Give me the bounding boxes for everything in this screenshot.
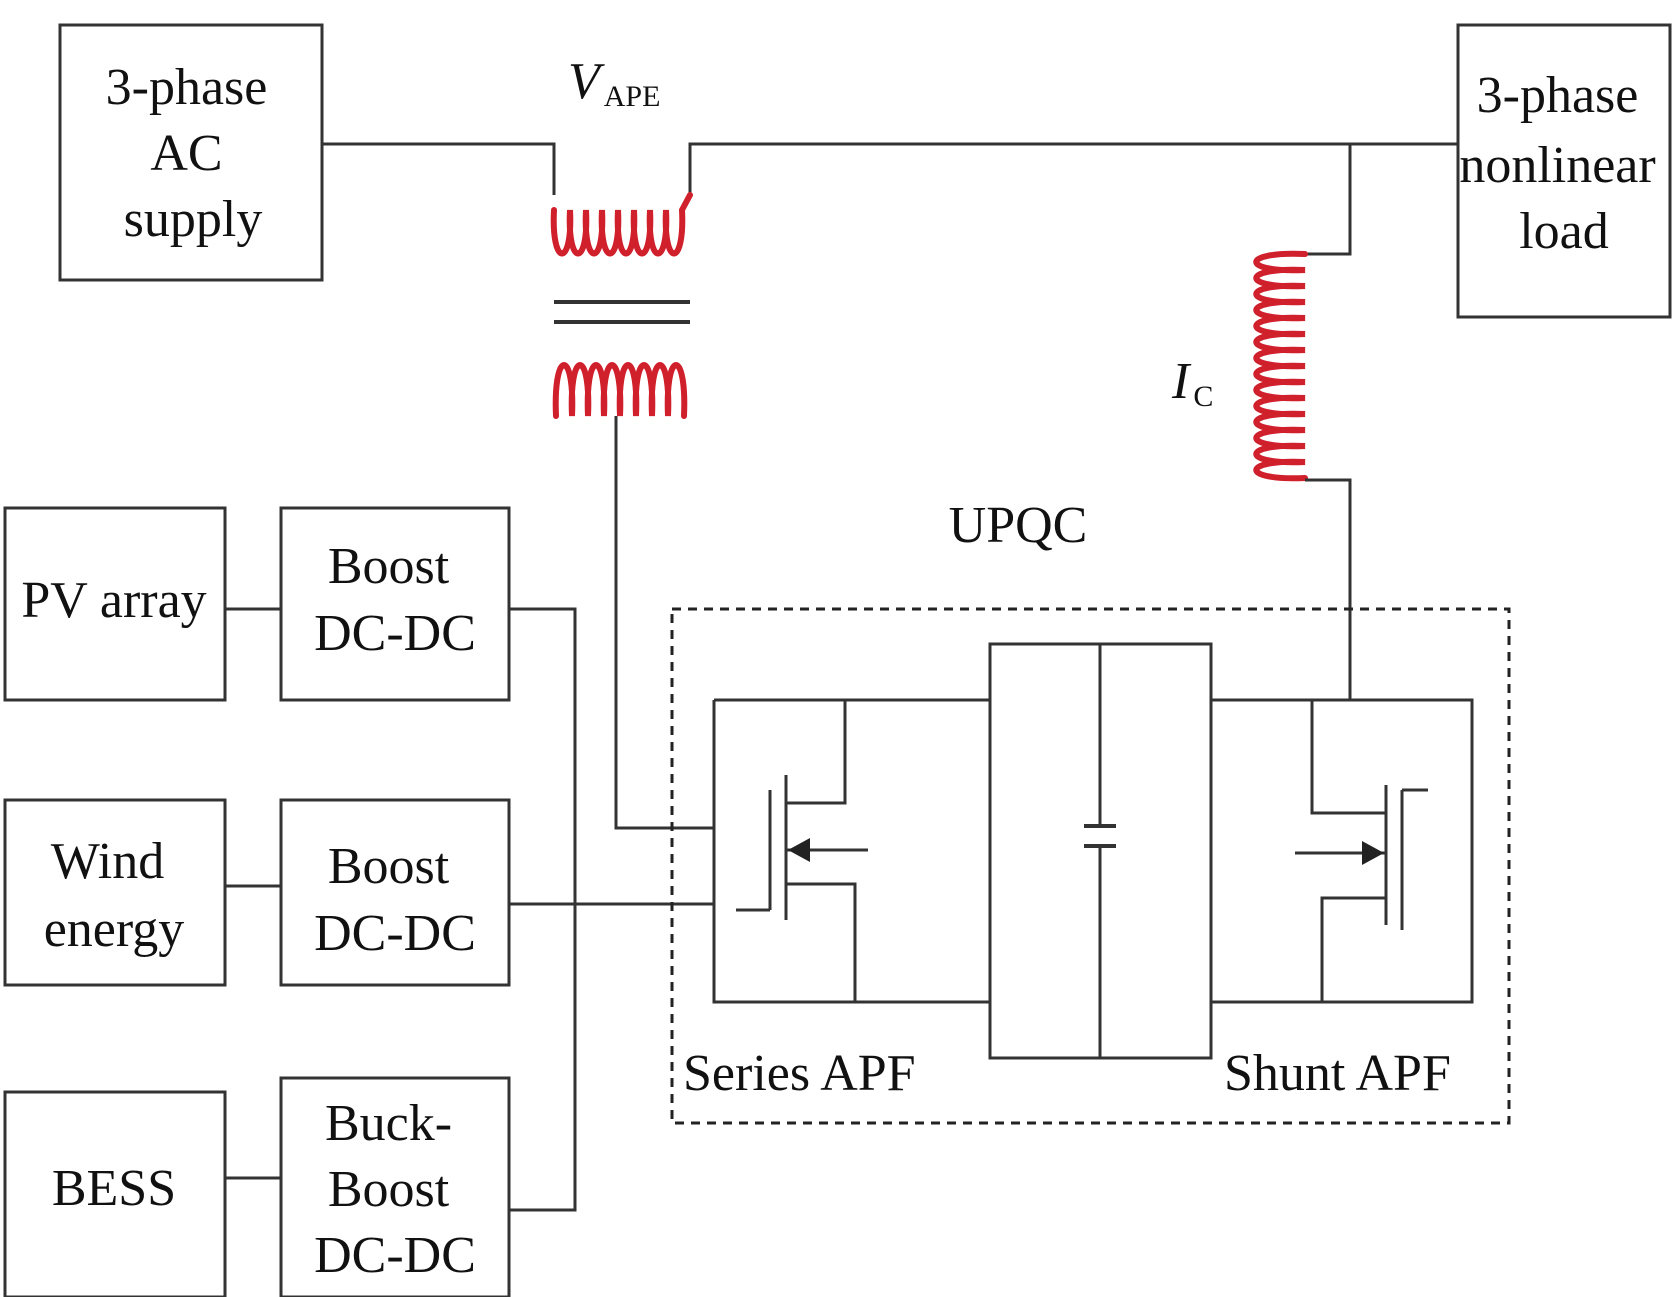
buck-boost-line-2: Boost (328, 1161, 450, 1218)
i-c-main: I (1171, 353, 1192, 410)
bess-label: BESS (52, 1160, 176, 1217)
wind-energy-label: Wind energy (44, 833, 185, 958)
i-c-subscript: C (1193, 380, 1213, 413)
wind-energy-block (3, 798, 227, 987)
v-ape-main: V (568, 53, 605, 110)
shunt-inductor-coil (1253, 250, 1308, 482)
boost-converter-pv-block (279, 506, 511, 702)
wind-line-2: energy (44, 901, 185, 958)
ac-supply-line-2: AC (150, 125, 222, 182)
nonlinear-load-block (1456, 23, 1672, 319)
inductor-to-shunt-apf-wire (1305, 478, 1352, 700)
wind-line-1: Wind (51, 833, 164, 890)
boost-pv-line-2: DC-DC (314, 605, 476, 662)
series-apf-arrow-icon (788, 838, 810, 862)
load-line-3: load (1519, 203, 1609, 260)
bess-block (3, 1090, 227, 1297)
load-line-1: 3-phase (1477, 67, 1639, 124)
boost-converter-wind-label: Boost DC-DC (314, 838, 476, 962)
dc-bus-wire (509, 607, 577, 1212)
boost-wind-line-2: DC-DC (314, 905, 476, 962)
series-apf-igbt (736, 700, 857, 1002)
transformer-to-series-apf-wire (614, 416, 714, 830)
ac-supply-label: 3-phase AC supply (106, 59, 281, 248)
ac-supply-line-3: supply (124, 191, 263, 248)
load-line-2: nonlinear (1459, 137, 1655, 194)
upqc-label: UPQC (949, 497, 1088, 554)
buck-boost-line-3: DC-DC (314, 1227, 476, 1284)
buck-boost-converter-label: Buck- Boost DC-DC (314, 1095, 476, 1284)
supply-to-transformer-wire (322, 142, 556, 195)
shunt-apf-frame (1211, 698, 1474, 1004)
ac-supply-block (58, 23, 324, 282)
boost-wind-line-1: Boost (328, 838, 450, 895)
boost-converter-wind-block (279, 798, 511, 987)
transformer-to-load-wire (688, 142, 1458, 195)
transformer-secondary-coil (552, 362, 688, 419)
v-ape-subscript: APE (604, 80, 661, 113)
transformer-primary-coil (550, 192, 693, 257)
load-to-inductor-wire (1305, 144, 1352, 256)
shunt-apf-label: Shunt APF (1224, 1045, 1451, 1102)
pv-array-label: PV array (21, 572, 206, 629)
shunt-apf-igbt (1310, 700, 1428, 1002)
upqc-boundary (670, 607, 1511, 1125)
pv-array-block (3, 506, 227, 702)
series-apf-label: Series APF (683, 1045, 916, 1102)
buck-boost-converter-block (279, 1076, 511, 1297)
shunt-apf-arrow-icon (1362, 841, 1384, 865)
ac-supply-line-1: 3-phase (106, 59, 268, 116)
buck-boost-line-1: Buck- (325, 1095, 452, 1152)
series-apf-frame (712, 698, 990, 1004)
boost-pv-line-1: Boost (328, 538, 450, 595)
nonlinear-load-label: 3-phase nonlinear load (1459, 67, 1668, 260)
boost-converter-pv-label: Boost DC-DC (314, 538, 476, 662)
